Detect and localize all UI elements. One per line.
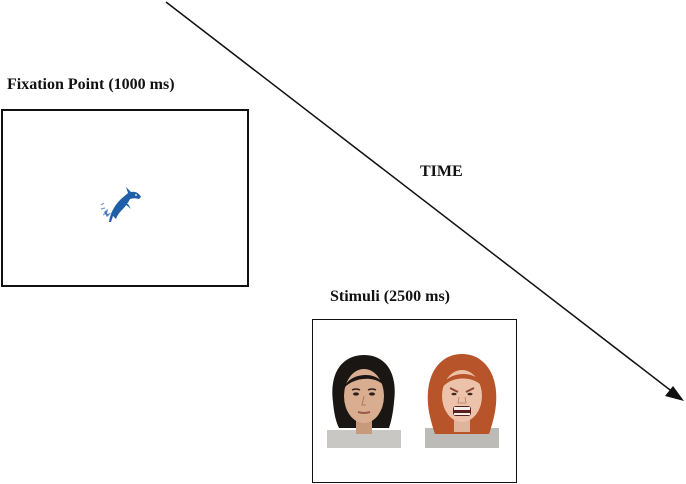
angry-face-image: [425, 354, 499, 448]
time-label: TIME: [420, 163, 463, 180]
fixation-point-label: Fixation Point (1000 ms): [7, 76, 175, 93]
stimuli-screen: [312, 319, 517, 483]
fixation-screen: [1, 109, 249, 287]
dolphin-icon: [100, 187, 141, 222]
neutral-face-image: [327, 355, 401, 448]
stimuli-label: Stimuli (2500 ms): [330, 288, 450, 305]
